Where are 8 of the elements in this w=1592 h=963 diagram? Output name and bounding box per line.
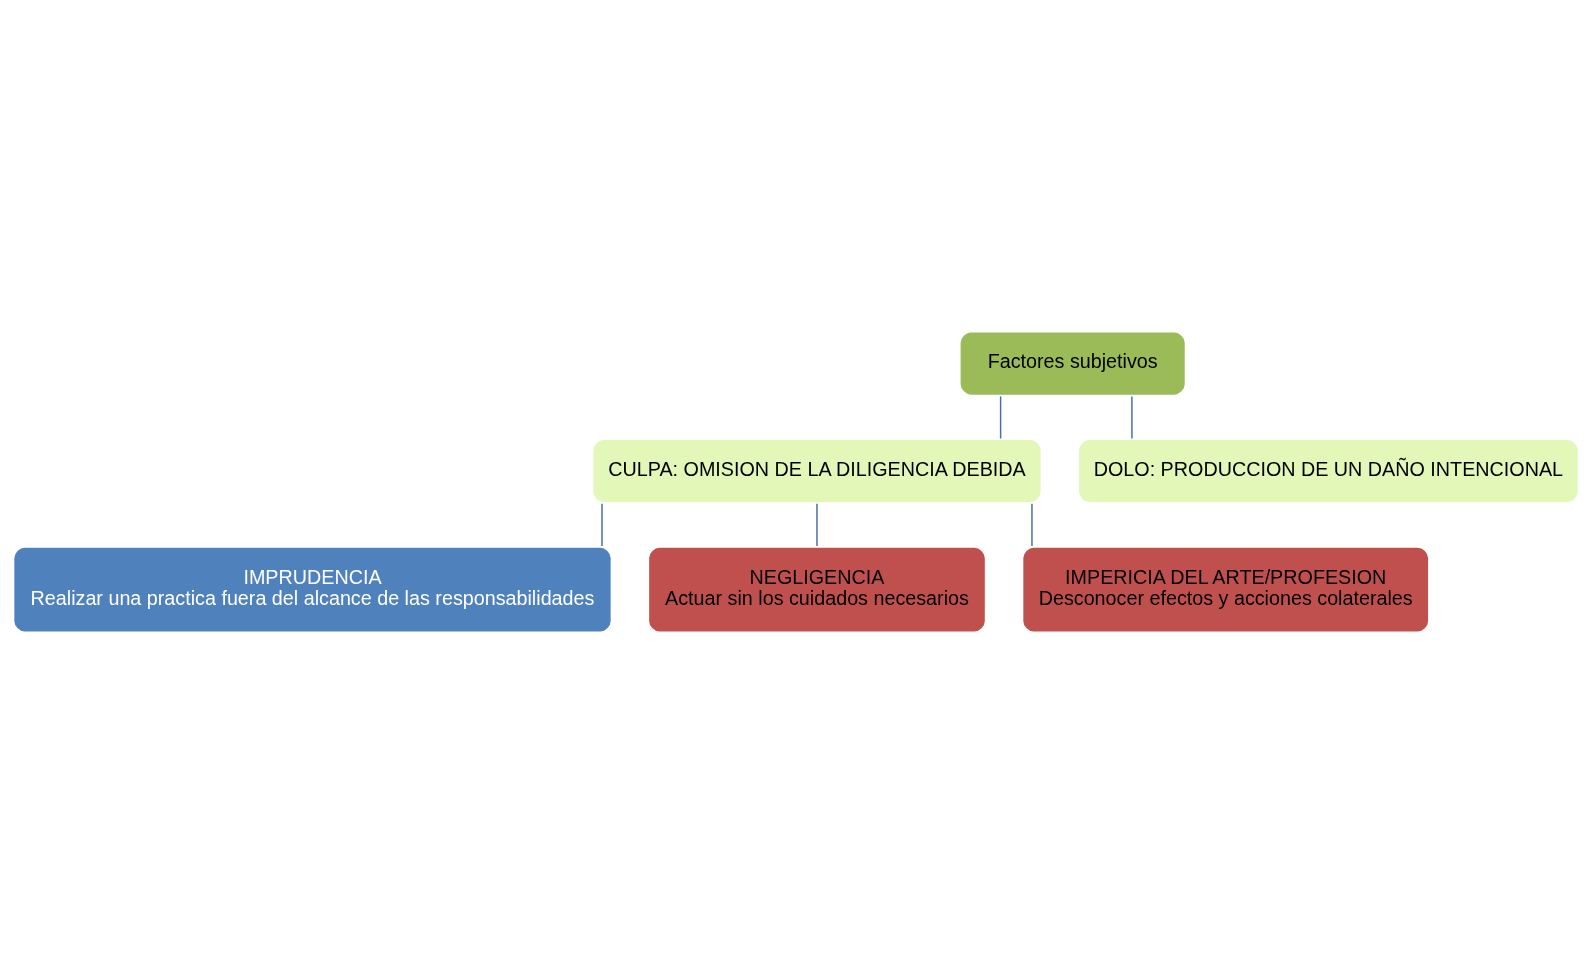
node-box: IMPRUDENCIA Realizar una practica fuera del alcance de las responsabilidades	[11, 544, 614, 635]
connector	[601, 502, 603, 547]
node-box: NEGLIGENCIA Actuar sin los cuidados necesarios	[646, 544, 988, 635]
connector	[816, 502, 818, 547]
connector	[999, 395, 1002, 439]
connector	[1131, 395, 1133, 439]
connector	[1031, 502, 1033, 547]
node-box: IMPERICIA DEL ARTE/PROFESION Desconocer efectos y acciones colaterales	[1020, 544, 1432, 635]
